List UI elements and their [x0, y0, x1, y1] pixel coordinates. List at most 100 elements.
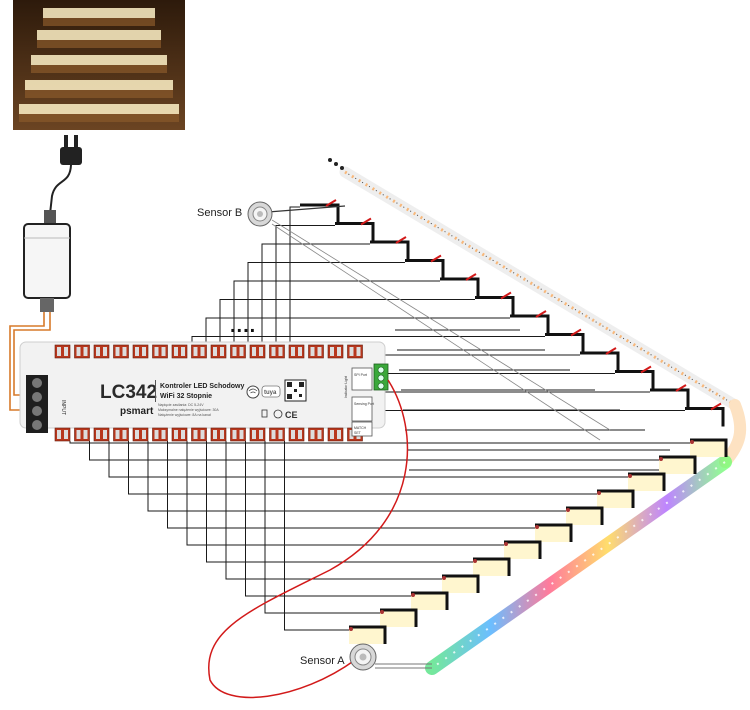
svg-text:CE: CE — [285, 410, 298, 420]
staircase-steps — [300, 199, 728, 644]
power-supply — [9, 210, 71, 411]
channel-wires — [69, 206, 695, 631]
photo-step-light — [43, 8, 155, 18]
upper-step — [335, 222, 375, 242]
lower-step-glow — [380, 610, 416, 627]
lower-step-wire — [186, 441, 504, 546]
lower-step-wire — [69, 441, 690, 444]
power-input-terminal: INPUT — [26, 375, 66, 433]
match-label: MATCH — [354, 426, 367, 430]
lower-step-glow — [349, 627, 385, 644]
lower-step-wire — [225, 441, 442, 580]
upper-step — [685, 407, 725, 427]
tuya-logo: tuya — [261, 385, 281, 398]
upper-step — [370, 240, 410, 260]
lower-step — [473, 557, 511, 576]
lower-step-glow — [628, 474, 664, 491]
title-line-1: Kontroler LED Schodowy — [160, 383, 245, 390]
brand-logo: psmart — [120, 406, 154, 417]
spi-port: SPI Port — [351, 367, 373, 391]
certification-icons: CE — [261, 409, 298, 420]
sensing-port: Sensing Port — [351, 396, 374, 422]
upper-step — [300, 203, 340, 223]
match-set-buttons: MATCH SET — [351, 421, 373, 437]
upper-step-wire — [233, 280, 440, 345]
spec-line-3: Natężenie wyjściowe: 8A na kanał — [158, 413, 211, 417]
lower-step-glow — [535, 525, 571, 542]
spi-port-label: SPI Port — [354, 373, 367, 377]
lower-step — [535, 523, 573, 542]
upper-step-wire — [261, 243, 370, 345]
lower-step-glow — [566, 508, 602, 525]
upper-step-wire — [275, 225, 335, 345]
photo-step-light — [31, 55, 167, 65]
lower-step-wire — [89, 441, 659, 461]
spi-connector — [373, 363, 389, 391]
lower-step-wire — [206, 441, 473, 563]
upper-step — [580, 351, 620, 371]
sensor-b — [247, 201, 346, 227]
lower-step-glow — [597, 491, 633, 508]
lower-step-glow — [690, 440, 726, 457]
lower-step — [504, 540, 542, 559]
upper-step — [650, 388, 690, 408]
sensor-wire — [208, 379, 409, 699]
upper-step — [510, 314, 550, 334]
upper-step-wire — [219, 299, 475, 345]
input-label: INPUT — [60, 400, 66, 415]
stairs-photo — [13, 0, 185, 130]
lower-step-wire — [108, 441, 628, 478]
led-strip-white — [328, 158, 741, 411]
upper-step — [475, 296, 515, 316]
led-strip-rgb — [375, 399, 747, 675]
top-terminal-row — [54, 344, 363, 359]
lower-step-glow — [473, 559, 509, 576]
model-name: LC342 — [100, 382, 157, 403]
lower-step — [349, 625, 387, 644]
sensor-a — [349, 643, 377, 671]
upper-step-wire — [247, 262, 405, 345]
lower-step-wire — [264, 441, 380, 614]
controller-board: INPUT LC342 Kontroler LED Schodowy WiFi … — [19, 341, 389, 442]
lower-step-wire — [284, 441, 349, 631]
upper-step — [545, 333, 585, 353]
lower-step-wire — [128, 441, 597, 495]
lower-step — [628, 472, 666, 491]
sensor-a-label: Sensor A — [300, 655, 345, 667]
spec-line-2: Maksymalne natężenie wyjściowe: 30A — [158, 408, 219, 412]
sensing-port-label: Sensing Port — [354, 402, 374, 406]
lower-step-glow — [659, 457, 695, 474]
more-channels-ellipsis: .... — [230, 315, 256, 337]
photo-step-light — [19, 104, 179, 114]
spec-line-1: Napięcie zasilania: DC 5-24V — [158, 403, 204, 407]
set-label: SET — [354, 431, 362, 435]
sensor-b-label: Sensor B — [197, 207, 242, 219]
lower-step-wire — [167, 441, 535, 529]
bottom-terminal-row — [54, 427, 363, 442]
lower-step — [597, 489, 635, 508]
lower-step — [411, 591, 449, 610]
power-plug-icon — [49, 135, 82, 215]
upper-step-wire — [289, 206, 300, 345]
photo-step-light — [37, 30, 161, 40]
indicator-light-label: Indicator Light — [344, 376, 348, 398]
photo-step-light — [25, 80, 173, 90]
lower-step — [566, 506, 604, 525]
lower-step-wire — [245, 441, 411, 597]
lower-step — [690, 438, 728, 457]
svg-text:tuya: tuya — [264, 390, 277, 396]
upper-step — [440, 277, 480, 297]
lower-step — [380, 608, 418, 627]
lower-step — [442, 574, 480, 593]
lower-step-glow — [504, 542, 540, 559]
upper-step — [405, 259, 445, 279]
lower-step-glow — [442, 576, 478, 593]
lower-step-wire — [147, 441, 566, 512]
lower-step — [659, 455, 697, 474]
lower-step-glow — [411, 593, 447, 610]
title-line-2: WiFi 32 Stopnie — [160, 393, 212, 400]
wifi-icon — [246, 385, 260, 399]
qr-code — [284, 379, 307, 402]
upper-step — [615, 370, 655, 390]
